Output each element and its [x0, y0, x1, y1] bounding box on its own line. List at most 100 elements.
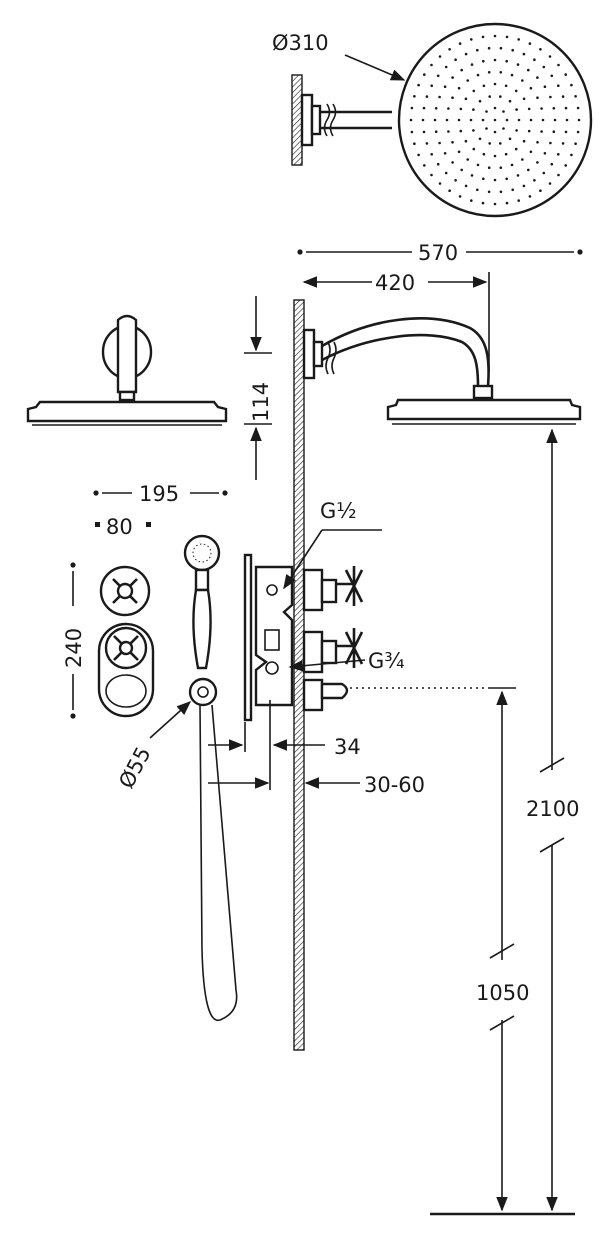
dim-head-height: 2100 [526, 428, 579, 1212]
nozzle-dot [487, 190, 491, 194]
nozzle-dot [438, 95, 441, 99]
nozzle-dot [417, 153, 420, 157]
nozzle-dot [451, 141, 454, 144]
nozzle-dot [445, 118, 449, 122]
nozzle-dot [438, 141, 441, 145]
nozzle-dot [517, 199, 520, 202]
nozzle-dot [505, 35, 509, 39]
nozzle-dot [464, 52, 468, 56]
nozzle-dot [529, 150, 533, 154]
nozzle-dot [552, 107, 556, 110]
nozzle-dot [443, 85, 447, 88]
nozzle-dot [502, 110, 505, 113]
dim-plate-width: 195 [93, 482, 228, 506]
nozzle-dot [539, 189, 542, 192]
dim-plate-spacing: 80 [95, 515, 151, 539]
nozzle-dot [493, 34, 497, 38]
nozzle-dot [511, 48, 514, 52]
nozzle-dot [451, 96, 454, 99]
nozzle-dot [536, 141, 539, 144]
shower-head-top-view [291, 22, 593, 218]
depth-a-label: 34 [334, 735, 361, 759]
nozzle-dot [470, 63, 474, 66]
nozzle-dot [576, 130, 580, 134]
nozzle-dot [539, 48, 542, 51]
nozzle-dot [516, 174, 520, 177]
nozzle-dot [434, 130, 438, 133]
nozzle-dot [517, 118, 521, 122]
outlet-height-label: 1050 [476, 981, 529, 1005]
nozzle-dot [505, 177, 509, 181]
dim-outlet-height: 1050 [476, 690, 529, 1212]
nozzle-dot [533, 58, 536, 61]
nozzle-dot [470, 38, 473, 41]
nozzle-dot [527, 168, 530, 172]
dim-head-diameter: Ø310 [272, 31, 406, 81]
nozzle-dot [436, 162, 440, 166]
nozzle-dot [493, 130, 497, 134]
nozzle-dot [448, 189, 451, 192]
nozzle-dot [522, 52, 526, 56]
nozzle-dot [422, 106, 426, 110]
nozzle-dot [515, 129, 518, 132]
nozzle-dot [561, 142, 565, 145]
nozzle-dot [485, 110, 488, 113]
nozzle-dot [549, 95, 552, 99]
depth-b-label: 30-60 [364, 773, 425, 797]
nozzle-dot [457, 118, 461, 122]
nozzle-dot [464, 184, 468, 188]
nozzle-dot [409, 118, 413, 122]
nozzle-dot [430, 173, 433, 177]
nozzle-dot [447, 130, 450, 133]
nozzle-dot [570, 83, 573, 87]
nozzle-dot [493, 58, 497, 62]
nozzle-dot [434, 107, 438, 110]
nozzle-dot [522, 139, 526, 143]
nozzle-dot [505, 59, 509, 63]
nozzle-dot [528, 195, 532, 198]
nozzle-dot [423, 73, 426, 76]
dim-depth-b: 30-60 [208, 700, 425, 797]
dim-arm-reach: 420 [302, 271, 490, 372]
nozzle-dot [487, 166, 491, 169]
valve-body [243, 553, 364, 722]
nozzle-dot [541, 118, 545, 122]
nozzle-dot [470, 199, 473, 202]
dim-plate-height: 240 [62, 562, 86, 719]
nozzle-dot [472, 129, 475, 132]
nozzle-dot [464, 139, 468, 143]
nozzle-dot [543, 85, 547, 88]
nozzle-dot [459, 129, 463, 133]
nozzle-dot [482, 177, 485, 181]
nozzle-dot [557, 63, 560, 67]
nozzle-dot [447, 107, 450, 110]
nozzle-dot [548, 182, 552, 185]
nozzle-dot [561, 95, 565, 98]
nozzle-dot [476, 163, 480, 167]
nozzle-dot [482, 59, 485, 63]
nozzle-dot [557, 153, 560, 156]
nozzle-dot [499, 46, 503, 50]
nozzle-dot [543, 152, 547, 155]
nozzle-dot [443, 152, 447, 155]
nozzle-dot [552, 130, 556, 133]
nozzle-dot [508, 99, 512, 103]
shower-head-nozzles [409, 34, 581, 206]
nozzle-dot [504, 152, 508, 156]
nozzle-dot [576, 106, 580, 110]
nozzle-dot [460, 168, 464, 172]
head-height-label: 2100 [526, 797, 579, 821]
dim-arm-drop: 114 [244, 296, 273, 480]
nozzle-dot [493, 118, 497, 122]
nozzle-dot [451, 161, 454, 164]
nozzle-dot [527, 68, 530, 72]
wall [293, 299, 305, 1051]
nozzle-dot [499, 142, 502, 145]
shower-head-side-view [302, 317, 582, 425]
nozzle-dot [565, 118, 569, 122]
nozzle-dot [472, 89, 476, 93]
nozzle-dot [542, 171, 546, 175]
nozzle-dot [499, 190, 503, 194]
nozzle-dot [482, 84, 486, 88]
